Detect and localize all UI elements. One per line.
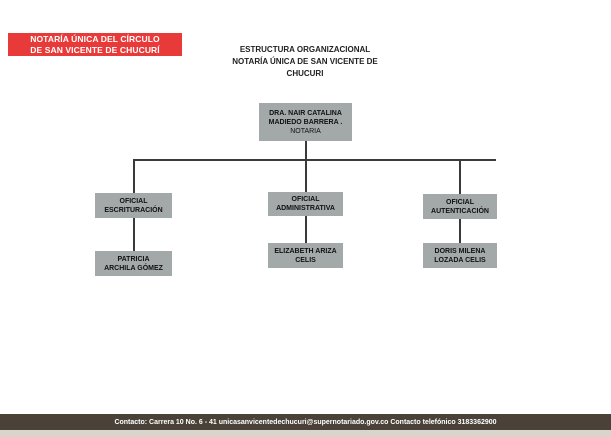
node-notaria-role: NOTARIA	[290, 127, 321, 135]
office-label-2: ADMINISTRATIVA	[276, 205, 335, 212]
badge-line-1: NOTARÍA ÚNICA DEL CÍRCULO	[30, 34, 160, 44]
title-line-2: NOTARÍA ÚNICA DE SAN VICENTE DE	[232, 57, 378, 66]
page-title: ESTRUCTURA ORGANIZACIONAL NOTARÍA ÚNICA …	[210, 44, 400, 80]
title-line-3: CHUCURI	[286, 69, 324, 78]
node-person-escrituracion: PATRICIA ARCHILA GÓMEZ	[95, 251, 172, 276]
office-label-1: OFICIAL	[446, 198, 474, 206]
connector-center-person	[305, 216, 307, 243]
node-notaria-name-1: DRA. NAIR CATALINA	[269, 109, 342, 117]
person-name-1: PATRICIA	[117, 255, 150, 263]
connector-center-down	[305, 159, 307, 192]
node-person-administrativa: ELIZABETH ARIZA CELIS	[268, 243, 343, 268]
node-oficial-autenticacion: OFICIAL AUTENTICACIÓN	[423, 194, 497, 219]
node-oficial-escrituracion: OFICIAL ESCRITURACIÓN	[95, 193, 172, 218]
node-person-autenticacion: DORIS MILENA LOZADA CELIS	[423, 243, 497, 268]
contact-footer: Contacto: Carrera 10 No. 6 - 41 unicasan…	[0, 414, 611, 430]
office-label-1: OFICIAL	[119, 197, 148, 205]
connector-left-down	[133, 159, 135, 193]
connector-right-down	[459, 159, 461, 194]
connector-horizontal	[133, 159, 496, 161]
connector-left-person	[133, 218, 135, 251]
notaria-badge: NOTARÍA ÚNICA DEL CÍRCULO DE SAN VICENTE…	[8, 33, 182, 56]
person-name-1: ELIZABETH ARIZA	[274, 247, 337, 255]
node-oficial-administrativa: OFICIAL ADMINISTRATIVA	[268, 192, 343, 216]
node-notaria-name-2: MADIEDO BARRERA .	[268, 118, 343, 126]
node-notaria: DRA. NAIR CATALINA MADIEDO BARRERA . NOT…	[259, 103, 352, 141]
office-label-2: AUTENTICACIÓN	[431, 207, 489, 215]
office-label-1: OFICIAL	[291, 196, 320, 203]
office-label-2: ESCRITURACIÓN	[104, 206, 163, 214]
connector-right-person	[459, 219, 461, 243]
badge-line-2: DE SAN VICENTE DE CHUCURÍ	[30, 44, 160, 55]
person-name-2: LOZADA CELIS	[434, 256, 486, 264]
title-line-1: ESTRUCTURA ORGANIZACIONAL	[239, 45, 371, 54]
person-name-2: CELIS	[295, 256, 316, 264]
footer-contact-text: Contacto: Carrera 10 No. 6 - 41 unicasan…	[114, 418, 497, 426]
connector-root-down	[305, 141, 307, 160]
person-name-1: DORIS MILENA	[434, 247, 486, 255]
footer-strip	[0, 430, 611, 437]
person-name-2: ARCHILA GÓMEZ	[104, 264, 163, 272]
